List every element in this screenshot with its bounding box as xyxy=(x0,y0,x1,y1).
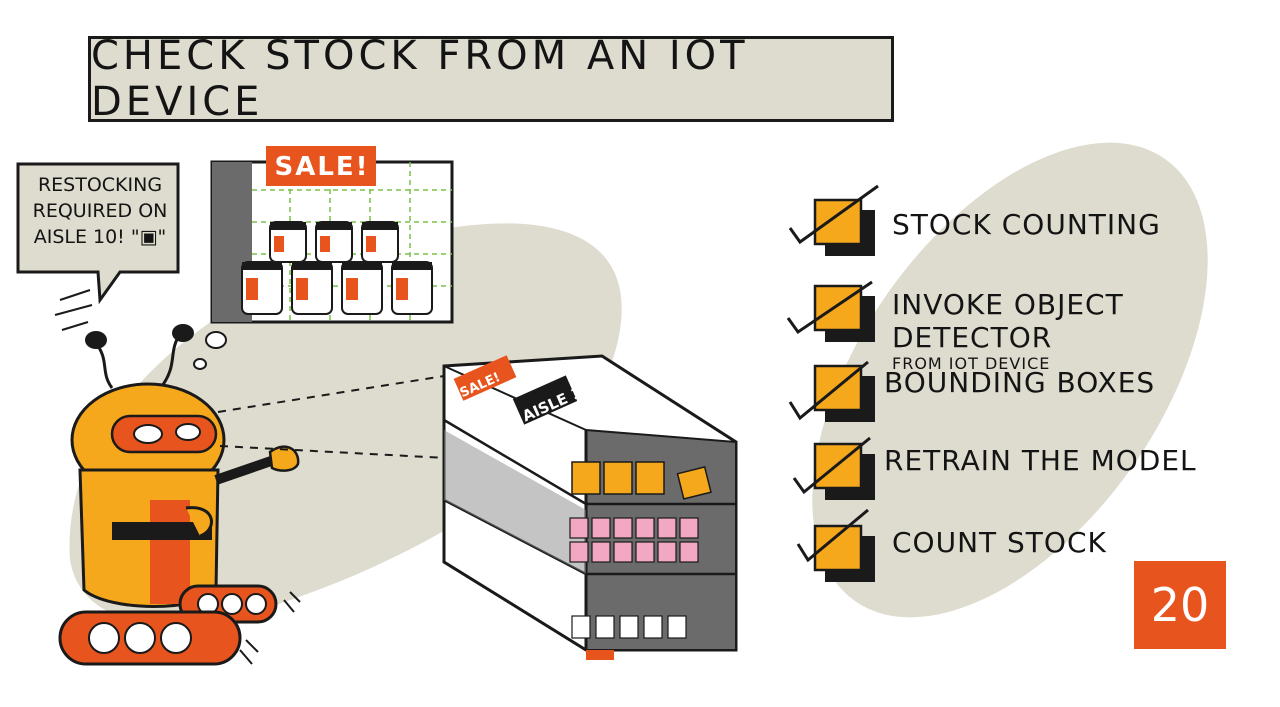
wall-shelf xyxy=(210,146,454,324)
checkbox-icon xyxy=(786,280,875,342)
task-sublabel: FROM IOT DEVICE xyxy=(892,354,1051,373)
task-item: BOUNDING BOXES xyxy=(884,366,1155,399)
thought-bubbles xyxy=(193,331,227,370)
jar-icon xyxy=(241,221,433,315)
checkbox-icon xyxy=(788,184,879,256)
checkbox-icon xyxy=(792,436,875,500)
task-label: RETRAIN THE MODEL xyxy=(884,444,1197,477)
task-label: STOCK COUNTING xyxy=(892,208,1161,241)
task-label: COUNT STOCK xyxy=(892,526,1107,559)
speech-bubble-icon xyxy=(16,162,180,305)
speech-line: RESTOCKING xyxy=(37,174,163,196)
checkbox-icon xyxy=(788,360,875,422)
task-item: STOCK COUNTING xyxy=(892,208,1161,241)
speech-bubble-text: RESTOCKING REQUIRED ON AISLE 10! "▣" xyxy=(20,172,180,250)
task-label: INVOKE OBJECT DETECTOR xyxy=(892,288,1124,354)
lesson-number-badge: 20 xyxy=(1134,561,1226,649)
speech-line: REQUIRED ON xyxy=(32,200,168,222)
speech-line: AISLE 10! "▣" xyxy=(33,226,167,248)
background-blob-right xyxy=(812,142,1208,618)
task-item: RETRAIN THE MODEL xyxy=(884,444,1197,477)
page-title: CHECK STOCK FROM AN IOT DEVICE xyxy=(91,33,749,125)
task-item: COUNT STOCK xyxy=(892,526,1107,559)
task-label: BOUNDING BOXES xyxy=(884,366,1156,399)
checkbox-icon xyxy=(796,508,875,582)
task-item: INVOKE OBJECT DETECTOR FROM IOT DEVICE xyxy=(892,288,1280,373)
lesson-number: 20 xyxy=(1150,578,1210,632)
robot-icon xyxy=(58,324,301,666)
wall-shelf-sale-label: SALE! xyxy=(274,152,370,182)
title-banner: CHECK STOCK FROM AN IOT DEVICE xyxy=(88,33,894,125)
shelf-icon xyxy=(442,354,738,660)
